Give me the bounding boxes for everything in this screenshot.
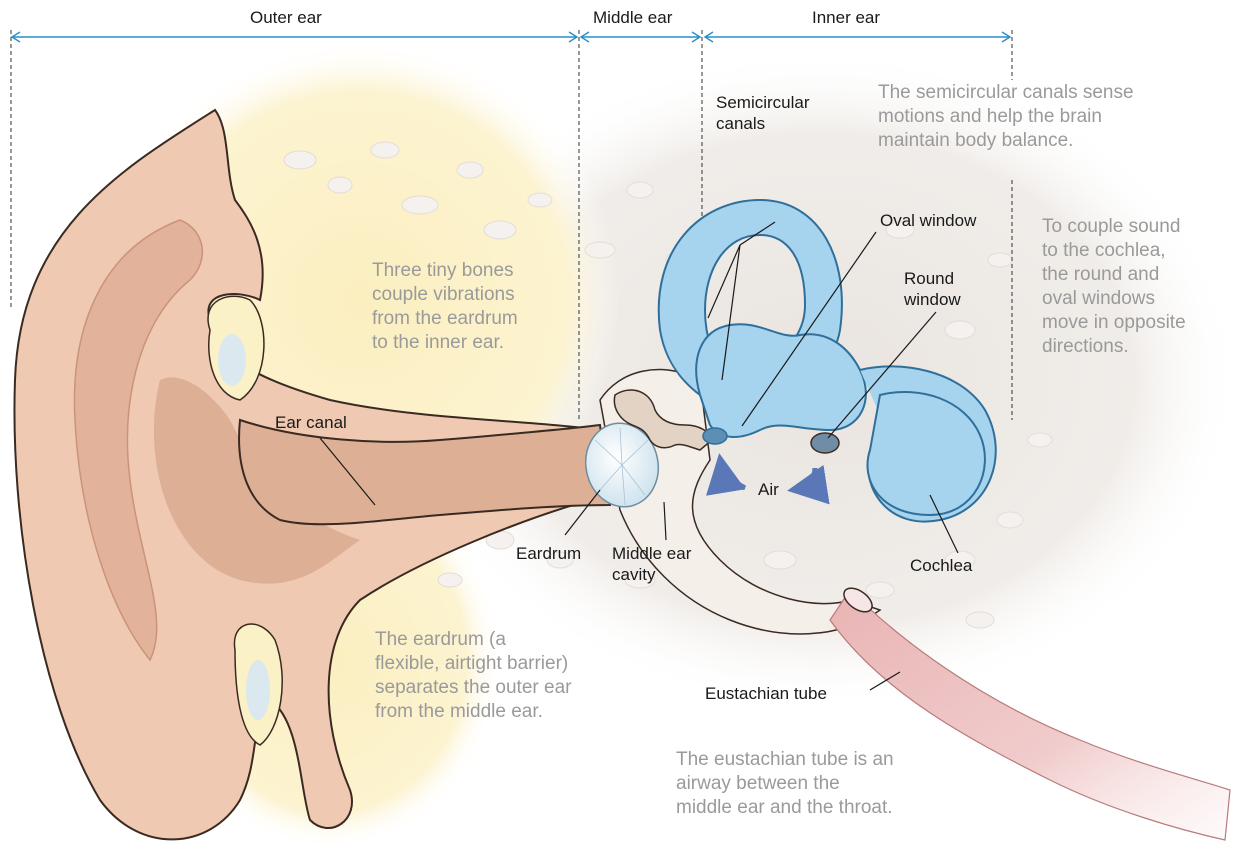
label-semicircular-canals: Semicircular canals bbox=[716, 92, 810, 134]
note-three-tiny-bones: Three tiny bones couple vibrations from … bbox=[372, 259, 518, 355]
note-semicircular-canals: The semicircular canals sense motions an… bbox=[878, 81, 1134, 153]
label-air: Air bbox=[758, 479, 779, 500]
section-label-outer-ear: Outer ear bbox=[250, 8, 322, 28]
label-middle-ear-cavity: Middle ear cavity bbox=[612, 543, 691, 585]
section-brackets bbox=[12, 32, 1010, 42]
note-eustachian-tube: The eustachian tube is an airway between… bbox=[676, 748, 894, 820]
fluid-pocket-lower bbox=[246, 660, 270, 720]
section-label-middle-ear: Middle ear bbox=[593, 8, 672, 28]
note-windows: To couple sound to the cochlea, the roun… bbox=[1042, 215, 1186, 359]
oval-window-shape bbox=[703, 428, 727, 444]
section-label-inner-ear: Inner ear bbox=[812, 8, 880, 28]
label-eardrum: Eardrum bbox=[516, 543, 581, 564]
fluid-pocket-upper bbox=[218, 334, 246, 386]
note-eardrum: The eardrum (a flexible, airtight barrie… bbox=[375, 628, 571, 724]
label-ear-canal: Ear canal bbox=[275, 412, 347, 433]
label-cochlea: Cochlea bbox=[910, 555, 972, 576]
round-window-shape bbox=[811, 433, 839, 453]
label-oval-window: Oval window bbox=[880, 210, 976, 231]
label-round-window: Round window bbox=[904, 268, 961, 310]
label-eustachian-tube: Eustachian tube bbox=[705, 683, 827, 704]
